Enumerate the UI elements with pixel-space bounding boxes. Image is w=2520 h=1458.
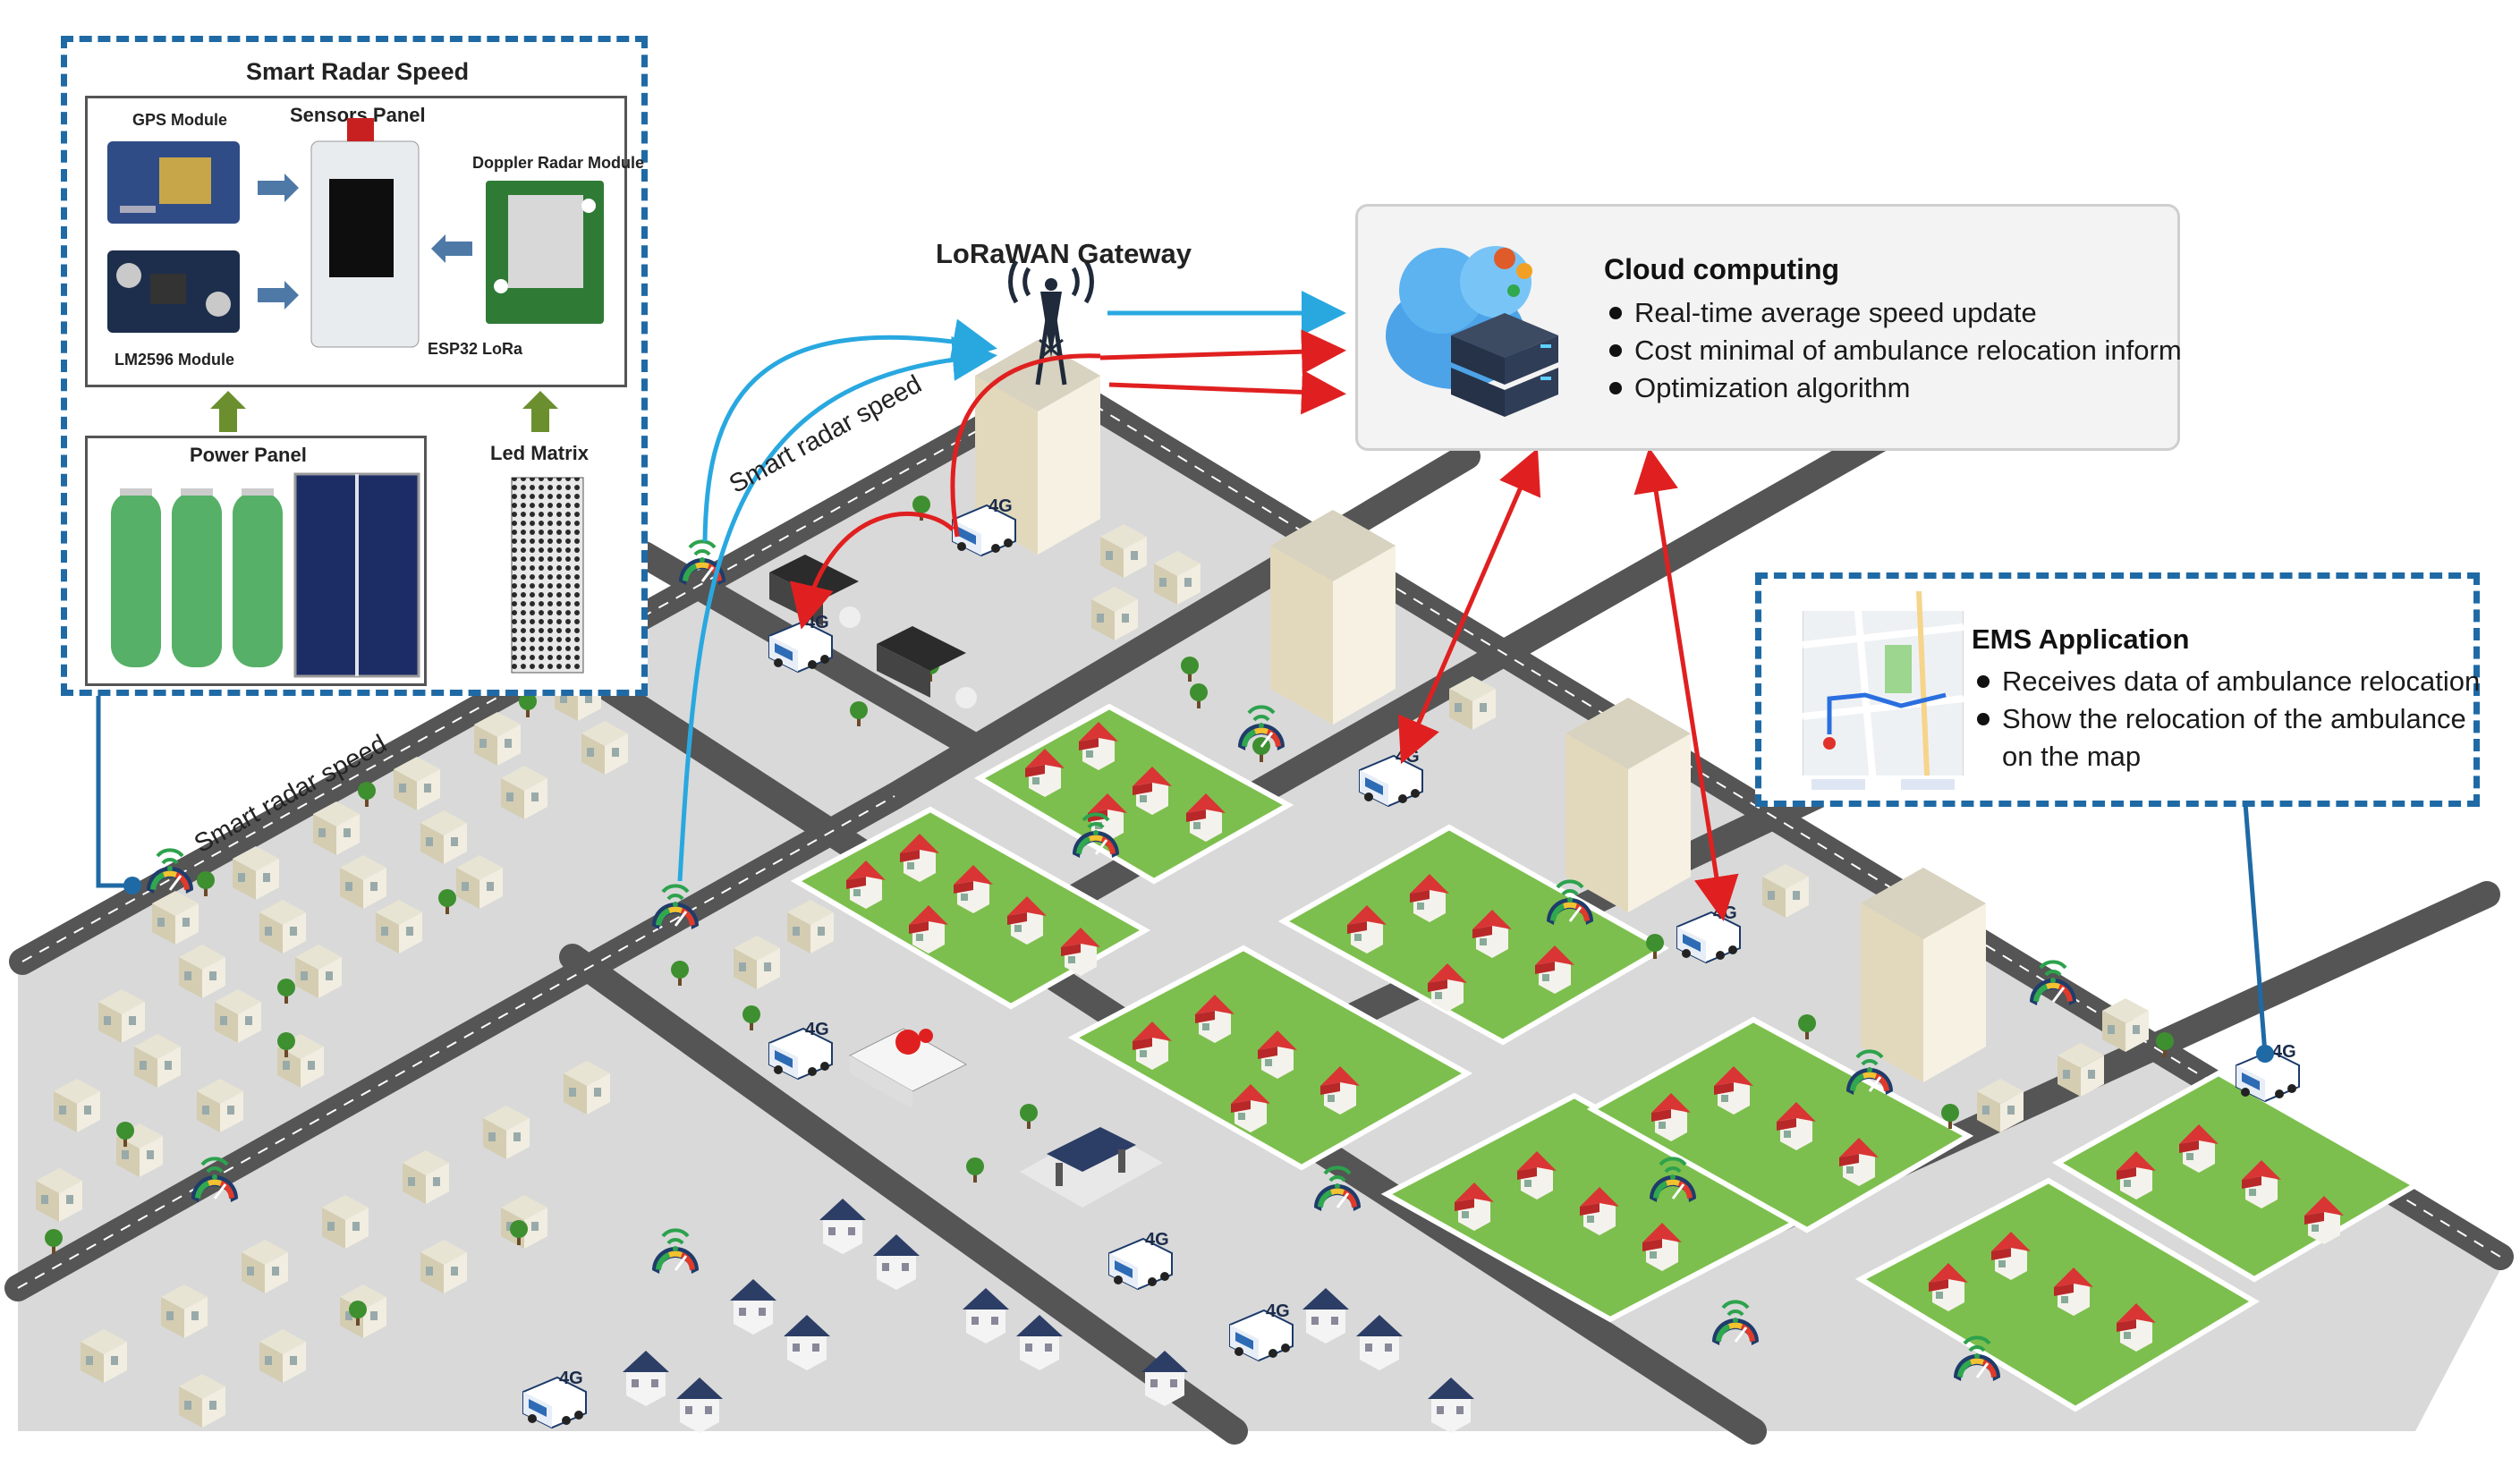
led-matrix-label: Led Matrix — [490, 442, 590, 464]
doppler-label: Doppler Radar Module — [472, 154, 645, 172]
ambulance-4g-badge: 4G — [805, 1020, 829, 1039]
ambulance-4g-badge: 4G — [559, 1369, 583, 1388]
map-app-thumbnail — [1803, 591, 1964, 793]
lorawan-gateway-label: LoRaWAN Gateway — [936, 238, 1192, 269]
cloud-feature-item: Cost minimal of ambulance relocation inf… — [1604, 332, 2182, 369]
cloud-feature-item: Real-time average speed update — [1604, 294, 2182, 332]
led-matrix-illustration — [511, 477, 584, 674]
cloud-feature-item: Optimization algorithm — [1604, 369, 2182, 407]
ambulance-4g-badge: 4G — [1266, 1301, 1290, 1321]
cloud-computing-box: Cloud computing Real-time average speed … — [1355, 204, 2182, 451]
cloud-title: Cloud computing — [1604, 253, 1840, 285]
ems-feature-item-continued: on the map — [2002, 741, 2142, 772]
ems-feature-item: Receives data of ambulance relocation — [1972, 663, 2480, 700]
cloud-server-icon — [1386, 246, 1558, 417]
ems-title: EMS Application — [1972, 623, 2190, 655]
lm2596-label: LM2596 Module — [115, 351, 235, 369]
esp32-label: ESP32 LoRa — [428, 340, 523, 358]
ambulance-4g-badge: 4G — [805, 613, 829, 632]
battery-solar-illustration — [111, 472, 420, 678]
ems-application-box: EMS Application Receives data of ambulan… — [1755, 572, 2480, 807]
sensors-panel: Sensors Panel GPS Module Doppler Radar M… — [85, 96, 644, 387]
smart-radar-box: Smart Radar Speed Sensors Panel GPS Modu… — [61, 36, 648, 696]
gps-label: GPS Module — [132, 111, 228, 129]
panel-arrows — [210, 391, 558, 432]
sensors-illustration — [107, 118, 604, 348]
ems-feature-item: Show the relocation of the ambulance — [1972, 700, 2480, 738]
ambulance-4g-badge: 4G — [2272, 1042, 2296, 1062]
cloud-features-list: Real-time average speed update Cost mini… — [1604, 294, 2182, 407]
power-panel: Power Panel — [85, 436, 427, 686]
ambulance-4g-badge: 4G — [1145, 1230, 1169, 1250]
power-panel-label: Power Panel — [190, 444, 307, 466]
ambulance-4g-badge: 4G — [988, 496, 1013, 516]
led-matrix-panel: Led Matrix — [454, 436, 627, 686]
smart-radar-title: Smart Radar Speed — [246, 58, 470, 85]
ambulance-4g-badge: 4G — [1713, 903, 1737, 923]
ems-features-list: Receives data of ambulance relocation Sh… — [1972, 663, 2480, 776]
